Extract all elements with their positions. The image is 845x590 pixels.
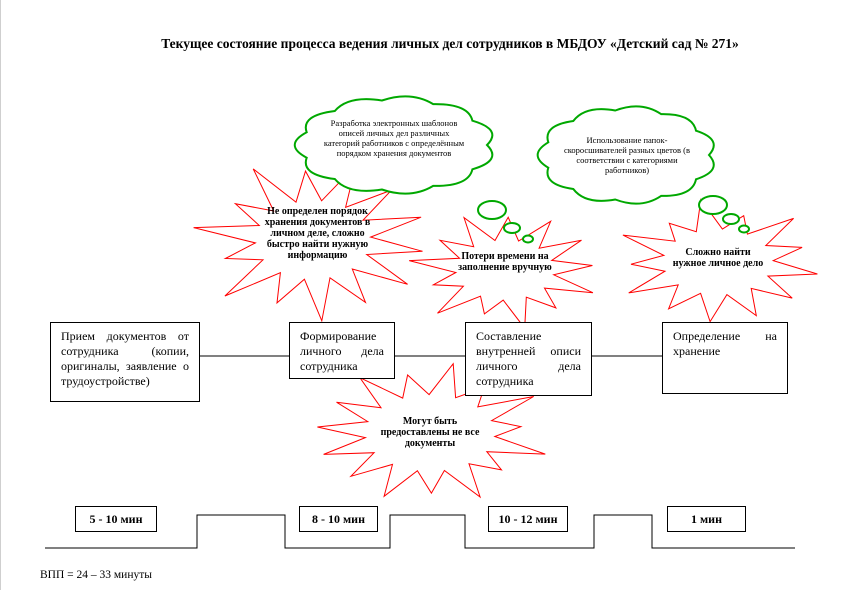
process-step-reception: Прием документов от сотрудника (копии, о… <box>50 322 200 402</box>
problem-find-file-text: Сложно найти нужное личное дело <box>672 247 764 269</box>
total-time-footer: ВПП = 24 – 33 минуты <box>40 569 152 581</box>
timeline-line <box>45 514 795 549</box>
solution-templates-cloud <box>293 95 534 244</box>
time-step-reception: 5 - 10 мин <box>75 506 157 532</box>
time-step-forming: 8 - 10 мин <box>299 506 378 532</box>
time-step-inventory: 10 - 12 мин <box>488 506 568 532</box>
solution-folders-cloud <box>536 105 750 234</box>
problem-missing-docs-burst <box>317 362 546 499</box>
process-step-inventory: Составление внутренней описи личного дел… <box>465 322 592 396</box>
problem-time-loss-burst <box>409 216 594 330</box>
process-step-storage: Определение на хранение <box>662 322 788 394</box>
page-edge-line <box>0 0 1 590</box>
page-title: Текущее состояние процесса ведения личны… <box>161 36 739 51</box>
solution-folders-text: Использование папок-скоросшивателей разн… <box>563 135 691 175</box>
problem-find-file-burst <box>622 198 818 323</box>
problem-time-loss-text: Потери времени на заполнение вручную <box>458 251 552 273</box>
time-step-storage: 1 мин <box>667 506 746 532</box>
process-step-forming: Формирование личного дела сотрудника <box>289 322 395 379</box>
problem-order-burst <box>193 163 423 323</box>
problem-missing-docs-text: Могут быть предоставлены не все документ… <box>380 416 480 449</box>
solution-templates-text: Разработка электронных шаблонов описей л… <box>323 118 465 158</box>
problem-order-text: Не определен порядок хранения документов… <box>264 206 371 261</box>
